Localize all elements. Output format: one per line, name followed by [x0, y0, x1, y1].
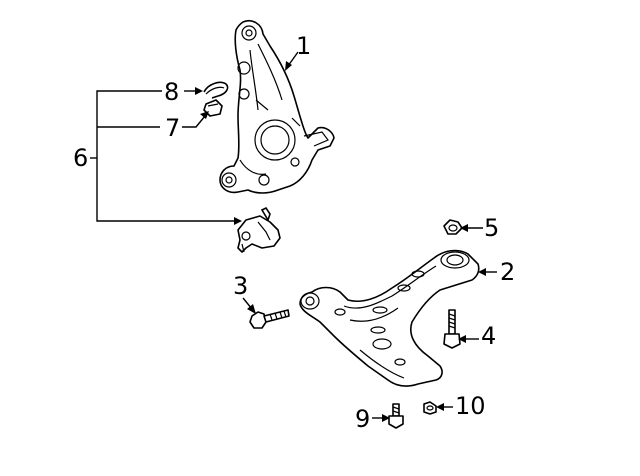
callout-8: 8: [164, 78, 179, 106]
cotter-pin-part: [203, 81, 229, 99]
arrow-3: [247, 304, 256, 314]
arrow-5: [460, 224, 468, 232]
mounting-bolt-part: [443, 309, 461, 349]
arrow-8: [195, 87, 203, 95]
lower-control-arm-part: [299, 249, 480, 387]
arrow-4: [458, 335, 466, 343]
arrow-7: [200, 111, 209, 119]
arrow-9: [382, 414, 390, 422]
callout-10: 10: [455, 392, 486, 420]
callout-2: 2: [500, 258, 515, 286]
pivot-bolt-part: [249, 309, 290, 329]
callout-4: 4: [481, 322, 496, 350]
small-bolt-part: [388, 403, 404, 429]
callout-6: 6: [73, 144, 88, 172]
small-nut-part: [423, 401, 437, 415]
callout-5: 5: [484, 214, 499, 242]
callout-labels: 1 8 7 6 5 2 3 4 9 10: [73, 32, 515, 433]
ball-joint-part: [237, 206, 281, 253]
callout-7: 7: [165, 114, 180, 142]
callout-1: 1: [296, 32, 311, 60]
leader-lines: [90, 51, 497, 422]
arrow-2: [478, 268, 486, 276]
arrow-6: [234, 217, 242, 225]
steering-knuckle-part: [219, 19, 335, 194]
leader-7: [182, 115, 206, 128]
bracket-6: [96, 90, 236, 222]
arrow-1: [285, 61, 292, 71]
flange-nut-part: [443, 219, 463, 235]
callout-3: 3: [233, 272, 248, 300]
callout-9: 9: [355, 405, 370, 433]
arrow-10: [436, 403, 444, 411]
